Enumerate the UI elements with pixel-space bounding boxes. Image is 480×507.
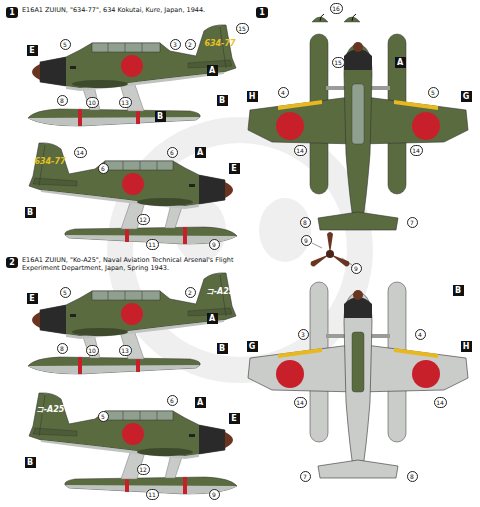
callout-number: 9	[209, 239, 220, 250]
callout-number: 16	[330, 3, 343, 14]
color-marker: B	[217, 343, 228, 354]
profile-number: 1	[256, 7, 268, 18]
callout-number: 13	[119, 345, 132, 356]
callout-number: 10	[86, 345, 99, 356]
profile-number: 2	[6, 257, 18, 268]
color-marker: E	[229, 163, 240, 174]
profile-heading: E16A1 ZUIUN, "Ko-A25", Naval Aviation Te…	[22, 256, 257, 272]
tail-code: 634-77	[34, 157, 65, 167]
color-marker: E	[229, 413, 240, 424]
callout-number: 15	[236, 23, 249, 34]
callout-number: 13	[119, 97, 132, 108]
callout-number: 9	[209, 489, 220, 500]
color-marker: E	[27, 45, 38, 56]
callout-number: 4	[278, 87, 289, 98]
callout-number: 14	[294, 145, 307, 156]
callout-number: 7	[407, 217, 418, 228]
callout-number: 5	[428, 87, 439, 98]
callout-number: 11	[146, 239, 159, 250]
color-marker: A	[207, 65, 218, 76]
callout-number: 15	[332, 57, 345, 68]
callout-number: 8	[57, 343, 68, 354]
callout-number: 12	[137, 214, 150, 225]
profile-number: 1	[6, 7, 18, 18]
profile-heading: E16A1 ZUIUN, "634-77", 634 Kokutai, Kure…	[22, 6, 252, 14]
callout-number: 8	[57, 95, 68, 106]
callout-number: 5	[60, 287, 71, 298]
color-marker: A	[195, 147, 206, 158]
callout-number: 11	[146, 489, 159, 500]
callout-number: 10	[86, 97, 99, 108]
callout-number: 6	[167, 147, 178, 158]
color-marker: B	[217, 95, 228, 106]
callout-number: 2	[185, 287, 196, 298]
color-marker: B	[453, 285, 464, 296]
callout-number: 12	[137, 464, 150, 475]
color-marker: B	[155, 111, 166, 122]
tail-code: コ-A25	[36, 405, 65, 415]
callout-number: 6	[167, 395, 178, 406]
color-marker: A	[195, 397, 206, 408]
color-marker: E	[27, 293, 38, 304]
callout-number: 14	[434, 397, 447, 408]
callout-number: 4	[415, 329, 426, 340]
callout-number: 14	[74, 147, 87, 158]
color-marker: B	[25, 207, 36, 218]
tail-code: 634-77	[204, 39, 235, 49]
callout-number: 8	[300, 217, 311, 228]
callout-number: 14	[294, 397, 307, 408]
color-marker: H	[247, 91, 258, 102]
color-marker: B	[25, 457, 36, 468]
callout-number: 9	[351, 263, 362, 274]
tail-code: コ-A25	[206, 287, 235, 297]
callout-number: 5	[60, 39, 71, 50]
color-marker: G	[247, 341, 258, 352]
callout-number: 8	[407, 471, 418, 482]
callout-number: 3	[298, 329, 309, 340]
color-marker: H	[461, 341, 472, 352]
callout-number: 14	[410, 145, 423, 156]
color-marker: A	[207, 313, 218, 324]
callout-number: 5	[98, 411, 109, 422]
callout-number: 2	[185, 39, 196, 50]
callout-number: 7	[300, 471, 311, 482]
color-marker: G	[461, 91, 472, 102]
callout-number: 3	[170, 39, 181, 50]
callout-number: 9	[301, 235, 312, 246]
color-marker: A	[395, 57, 406, 68]
callout-number: 6	[98, 163, 109, 174]
